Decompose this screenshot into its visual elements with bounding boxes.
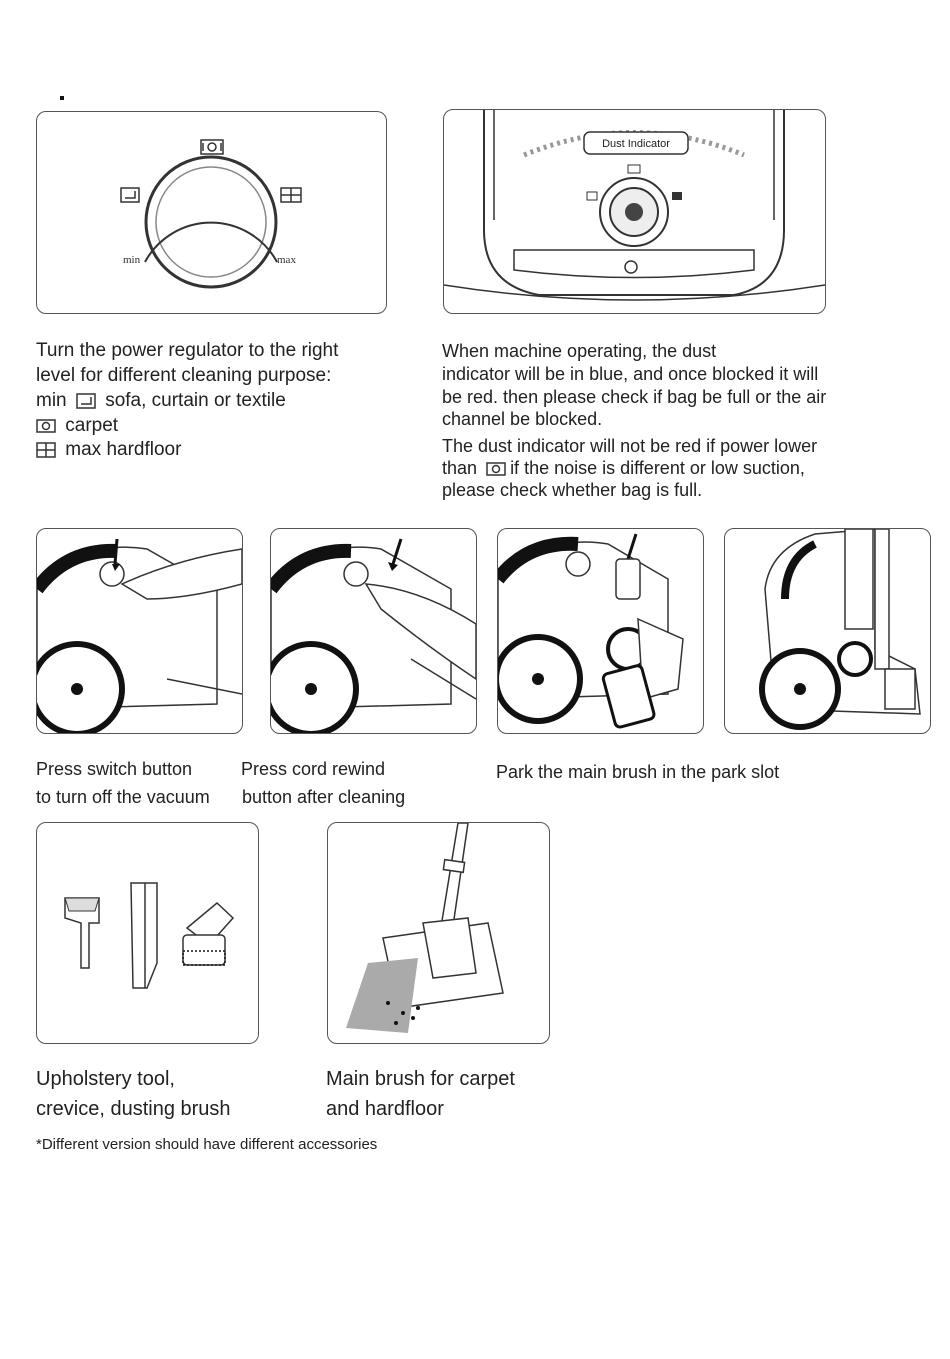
dust-line-2: indicator will be in blue, and once bloc…: [442, 364, 819, 384]
park-brush-figure-1: [497, 528, 704, 734]
dust-line-6-prefix: than: [442, 458, 478, 478]
carpet-icon: [36, 418, 56, 434]
dust-line-4: channel be blocked.: [442, 409, 603, 429]
dust-line-7: please check whether bag is full.: [442, 480, 703, 500]
dust-line-5: The dust indicator will not be red if po…: [442, 436, 818, 456]
regulator-carpet-row: carpet: [36, 413, 118, 438]
tools-caption-b: crevice, dusting brush: [36, 1098, 231, 1120]
carpet-icon: [200, 139, 224, 155]
switch-caption-b: to turn off the vacuum: [36, 787, 210, 807]
rewind-caption-b: button after cleaning: [242, 787, 406, 807]
regulator-line-2: level for different cleaning purpose:: [36, 365, 332, 386]
park-brush-figure-2: [724, 528, 931, 734]
rewind-caption-a: Press cord rewind: [241, 759, 386, 779]
dust-line-3: be red. then please check if bag be full…: [442, 387, 827, 407]
sofa-icon: [120, 187, 140, 203]
carpet-icon: [486, 461, 506, 477]
dial-max-label: max: [277, 254, 296, 266]
brush-caption-b: and hardfloor: [326, 1098, 444, 1120]
cord-rewind-figure: [270, 528, 477, 734]
park-caption: Park the main brush in the park slot: [496, 762, 780, 782]
tools-caption-a: Upholstery tool,: [36, 1068, 175, 1090]
hardfloor-icon: [36, 442, 56, 458]
dust-indicator-figure: Dust Indicator: [443, 109, 826, 314]
min-prefix: min: [36, 390, 67, 411]
dial-min-label: min: [123, 254, 141, 266]
dust-line-6: than if the noise is different or low su…: [442, 457, 805, 480]
regulator-line-1: Turn the power regulator to the right: [36, 340, 339, 361]
hardfloor-icon: [280, 187, 302, 203]
max-text: max hardfloor: [65, 439, 182, 460]
switch-caption-a: Press switch button: [36, 759, 193, 779]
main-brush-figure: [327, 822, 550, 1044]
regulator-min-row: min sofa, curtain or textile: [36, 388, 286, 413]
power-dial-figure: min max: [36, 111, 387, 314]
sofa-icon: [76, 393, 96, 409]
footnote: *Different version should have different…: [36, 1136, 378, 1153]
switch-button-figure: [36, 528, 243, 734]
carpet-text: carpet: [65, 415, 119, 436]
regulator-max-row: max hardfloor: [36, 437, 181, 462]
accessories-figure: [36, 822, 259, 1044]
min-text: sofa, curtain or textile: [105, 390, 286, 411]
brush-caption-a: Main brush for carpet: [326, 1068, 515, 1090]
dust-line-6-suffix: if the noise is different or low suction…: [510, 458, 805, 478]
page-marker: [60, 96, 64, 100]
dust-line-1: When machine operating, the dust: [442, 341, 717, 361]
dust-indicator-title: Dust Indicator: [602, 138, 670, 150]
